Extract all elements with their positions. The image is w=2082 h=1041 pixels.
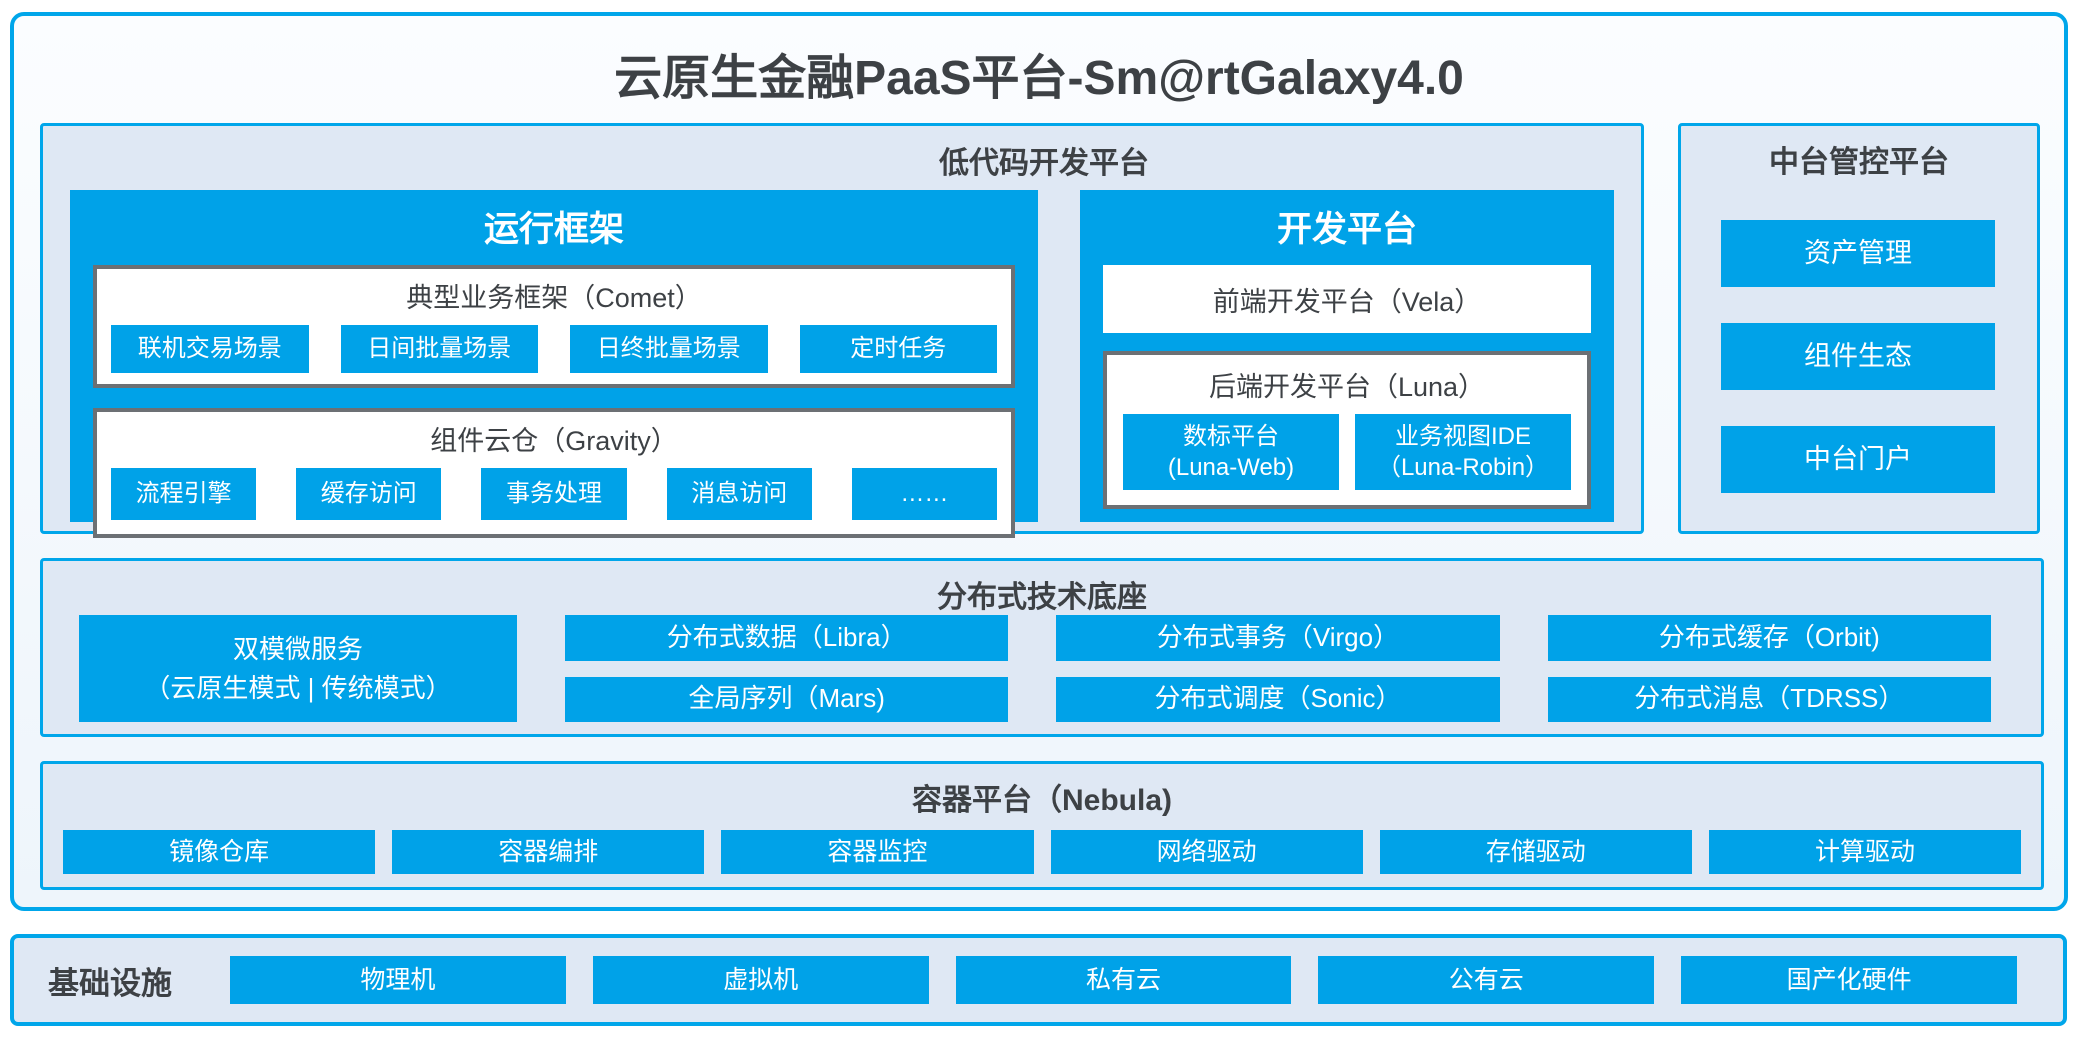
gravity-components-row: 流程引擎缓存访问事务处理消息访问 ……	[111, 468, 998, 520]
luna-backend-box: 后端开发平台（Luna） 数标平台(Luna-Web)业务视图IDE（Luna-…	[1103, 351, 1591, 509]
container-capability-box: 容器编排	[392, 830, 705, 874]
gravity-component-box: 事务处理	[481, 468, 627, 520]
container-capability-box: 计算驱动	[1708, 830, 2022, 874]
distributed-services-grid: 分布式数据（Libra） 分布式事务（Virgo） 分布式缓存（Orbit) 全局序列…	[565, 615, 1991, 722]
gravity-component-box: 流程引擎	[111, 468, 257, 520]
distributed-service-box: 分布式缓存（Orbit)	[1547, 615, 1991, 661]
gravity-warehouse-box: 组件云仓（Gravity） 流程引擎缓存访问事务处理消息访问 ……	[93, 408, 1015, 538]
comet-scene-box: 联机交易场景	[111, 325, 309, 373]
page-title: 云原生金融PaaS平台-Sm@rtGalaxy4.0	[614, 52, 1464, 105]
infrastructure-panel: 基础设施 物理机虚拟机私有云公有云国产化硬件	[10, 934, 2067, 1026]
infrastructure-title: 基础设施	[48, 965, 172, 1001]
comet-scenes-row: 联机交易场景日间批量场景日终批量场景定时任务	[111, 325, 997, 373]
comet-scene-box: 定时任务	[799, 325, 997, 373]
container-capabilities-row: 镜像仓库容器编排容器监控网络驱动存储驱动计算驱动	[63, 830, 2022, 874]
comet-scene-box: 日终批量场景	[570, 325, 768, 373]
runtime-framework-title: 运行框架	[483, 210, 624, 249]
dev-platform-block: 开发平台 前端开发平台（Vela） 后端开发平台（Luna） 数标平台(Luna…	[1080, 190, 1614, 522]
container-platform-panel: 容器平台（Nebula) 镜像仓库容器编排容器监控网络驱动存储驱动计算驱动	[40, 761, 2044, 890]
infrastructure-box: 国产化硬件	[1681, 956, 2017, 1004]
container-capability-box: 容器监控	[721, 830, 1034, 874]
midplatform-module-box: 资产管理	[1721, 220, 1995, 287]
infrastructure-box: 公有云	[1318, 956, 1655, 1004]
comet-framework-title: 典型业务框架（Comet）	[406, 283, 702, 313]
dual-mode-line2: （云原生模式 | 传统模式）	[144, 672, 452, 703]
infrastructure-box: 虚拟机	[592, 956, 929, 1004]
lowcode-platform-title: 低代码开发平台	[939, 147, 1149, 180]
midplatform-modules-list: 资产管理组件生态中台门户	[1721, 220, 1995, 493]
vela-frontend-box: 前端开发平台（Vela）	[1103, 265, 1591, 333]
midplatform-module-box: 组件生态	[1721, 323, 1995, 390]
distributed-base-panel: 分布式技术底座 双模微服务 （云原生模式 | 传统模式） 分布式数据（Libra…	[40, 558, 2044, 737]
midplatform-title: 中台管控平台	[1769, 146, 1949, 179]
dual-mode-microservice-box: 双模微服务 （云原生模式 | 传统模式）	[79, 615, 517, 722]
luna-tools-row: 数标平台(Luna-Web)业务视图IDE（Luna-Robin）	[1123, 414, 1571, 490]
gravity-component-box: 消息访问	[666, 468, 812, 520]
infrastructure-items-row: 物理机虚拟机私有云公有云国产化硬件	[230, 956, 2017, 1004]
distributed-base-content: 双模微服务 （云原生模式 | 传统模式） 分布式数据（Libra） 分布式事务（V…	[79, 615, 1991, 722]
distributed-base-title: 分布式技术底座	[937, 581, 1147, 614]
distributed-service-box: 分布式事务（Virgo）	[1056, 615, 1500, 661]
container-capability-box: 镜像仓库	[63, 830, 376, 874]
luna-backend-title: 后端开发平台（Luna）	[1208, 372, 1486, 402]
comet-scene-box: 日间批量场景	[340, 325, 538, 373]
luna-tool-box: 业务视图IDE（Luna-Robin）	[1355, 414, 1571, 490]
luna-tool-box: 数标平台(Luna-Web)	[1123, 414, 1339, 490]
lowcode-platform-content: 运行框架 典型业务框架（Comet） 联机交易场景日间批量场景日终批量场景定时任…	[70, 190, 1614, 538]
distributed-service-box: 分布式消息（TDRSS）	[1547, 676, 1991, 722]
gravity-component-box: 缓存访问	[296, 468, 442, 520]
distributed-service-box: 全局序列（Mars)	[565, 676, 1009, 722]
distributed-service-box: 分布式数据（Libra）	[565, 615, 1009, 661]
dual-mode-line1: 双模微服务	[232, 633, 363, 664]
infrastructure-box: 私有云	[955, 956, 1292, 1004]
midplatform-module-box: 中台门户	[1721, 426, 1995, 493]
gravity-component-box: ……	[851, 468, 998, 520]
distributed-service-box: 分布式调度（Sonic）	[1056, 676, 1500, 722]
comet-framework-box: 典型业务框架（Comet） 联机交易场景日间批量场景日终批量场景定时任务	[93, 265, 1015, 388]
container-capability-box: 网络驱动	[1050, 830, 1363, 874]
container-platform-title: 容器平台（Nebula)	[911, 784, 1172, 817]
dev-platform-title: 开发平台	[1276, 210, 1417, 249]
midplatform-panel: 中台管控平台 资产管理组件生态中台门户	[1678, 123, 2040, 534]
lowcode-platform-panel: 低代码开发平台 运行框架 典型业务框架（Comet） 联机交易场景日间批量场景日…	[40, 123, 1644, 538]
container-capability-box: 存储驱动	[1379, 830, 1692, 874]
gravity-warehouse-title: 组件云仓（Gravity）	[430, 426, 678, 456]
architecture-diagram-frame: 云原生金融PaaS平台-Sm@rtGalaxy4.0 低代码开发平台 运行框架 …	[10, 12, 2068, 911]
runtime-framework-block: 运行框架 典型业务框架（Comet） 联机交易场景日间批量场景日终批量场景定时任…	[70, 190, 1038, 538]
infrastructure-box: 物理机	[230, 956, 566, 1004]
